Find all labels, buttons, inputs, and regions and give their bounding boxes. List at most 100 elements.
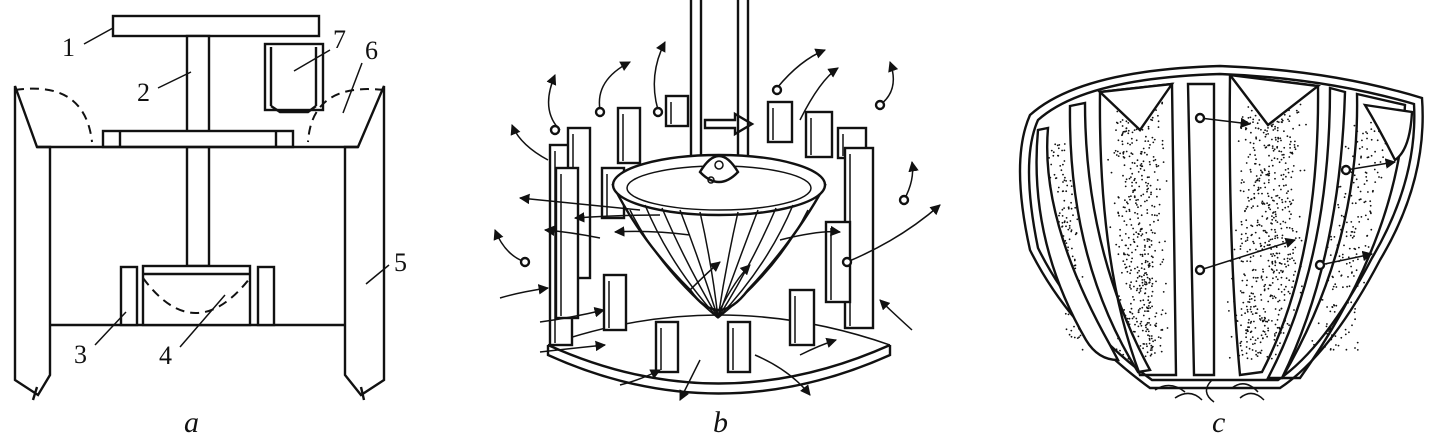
particle-dot [1278, 252, 1281, 255]
particle-dot [1271, 282, 1274, 284]
particle-dot [1130, 281, 1132, 284]
particle-dot [1246, 329, 1249, 331]
particle-dot [1268, 240, 1270, 243]
particle-dot [1079, 334, 1082, 337]
particle-dot [1247, 326, 1249, 329]
particle-dot [1118, 214, 1120, 217]
middle-plate [101, 129, 295, 149]
particle-dot [1271, 215, 1273, 218]
particle-dot [1293, 259, 1295, 262]
flow-arrow-2 [598, 61, 631, 111]
particle-dot [1139, 345, 1142, 347]
particle-dot [1139, 290, 1142, 292]
particle-dot [1135, 289, 1138, 292]
particle-dot [1270, 196, 1273, 199]
particle-dot [1253, 242, 1255, 245]
particle-dot [1123, 130, 1126, 133]
particle-dot [1357, 216, 1359, 218]
particle-dot [1125, 258, 1128, 261]
particle-dot [1140, 324, 1143, 327]
particle-dot [1274, 264, 1277, 267]
particle-dot [1364, 214, 1367, 217]
vane-8 [726, 320, 752, 374]
particle-dot [1291, 257, 1293, 259]
particle-dot [1151, 349, 1153, 351]
particle-dot [1246, 357, 1249, 360]
particle-arrow-1 [1199, 117, 1252, 129]
particle-dot [1250, 311, 1253, 313]
particle-dot [1155, 322, 1158, 325]
particle-dot [1257, 127, 1260, 130]
particle-dot [1283, 146, 1286, 149]
label-4: 4 [159, 341, 172, 370]
particle-dot [1251, 349, 1254, 351]
particle-dot [1158, 241, 1161, 244]
particle-dot [1258, 180, 1261, 182]
particle-dot [1125, 210, 1128, 213]
particle-dot [1248, 301, 1251, 303]
particle-dot [1373, 168, 1376, 171]
center-divider [1186, 82, 1216, 377]
particle-dot [1256, 221, 1259, 224]
particle-dot [1250, 292, 1253, 295]
particle-dot [1065, 225, 1067, 228]
particle-dot [1268, 265, 1271, 268]
particle-dot [1052, 154, 1055, 157]
particle-dot [1274, 213, 1277, 216]
particle-dot [1329, 254, 1332, 256]
particle-dot [1058, 214, 1060, 217]
particle-dot [1156, 214, 1158, 217]
particle-dot [1251, 285, 1253, 288]
particle-dot [1283, 293, 1286, 296]
particle-dot [1147, 182, 1150, 185]
particle-dot [1138, 291, 1141, 294]
particle-dot [1284, 200, 1287, 203]
particle-dot [1130, 176, 1132, 179]
particle-dot [1137, 325, 1140, 328]
particle-dot [1146, 345, 1148, 348]
particle-dot [1249, 168, 1252, 171]
particle-dot [1115, 129, 1117, 132]
particle-dot [1081, 276, 1084, 278]
particle-dot [1281, 208, 1284, 211]
particle-dot [1284, 245, 1286, 248]
particle-dot [1264, 311, 1267, 313]
particle-dot [1263, 319, 1266, 321]
particle-dot [1281, 198, 1283, 201]
particle-dot [1266, 192, 1269, 195]
particle-dot [1345, 231, 1348, 233]
particle-dot [1139, 322, 1142, 325]
particle-dot [1267, 127, 1269, 129]
particle-dot [1128, 177, 1131, 180]
particle-dot [1288, 324, 1290, 327]
particle-dot [1141, 174, 1143, 177]
particle-dot [1254, 269, 1257, 271]
particle-dot [1366, 132, 1369, 135]
particle-dot [1297, 145, 1299, 147]
particle-dot [1135, 202, 1137, 205]
particle-dot [1278, 299, 1281, 302]
flow-arrow-6 [879, 61, 899, 106]
particle-dot [1335, 286, 1338, 288]
particle-dot [1282, 220, 1285, 223]
right-cap [1362, 103, 1414, 162]
particle-dot [1353, 235, 1355, 238]
particle-dot [1129, 286, 1131, 288]
particle-dot [1160, 329, 1163, 331]
particle-dot [1137, 223, 1140, 226]
particle-dot [1283, 258, 1286, 260]
particle-dot [1156, 195, 1158, 198]
particle-arrows [1194, 112, 1397, 276]
particle-dot [1270, 357, 1273, 360]
particle-dot [1379, 161, 1382, 163]
particle-dot [1136, 159, 1139, 162]
particle-marker [1194, 112, 1206, 124]
particle-dot [1255, 280, 1258, 283]
particle-dot [1161, 101, 1164, 104]
particle-dot [1284, 263, 1286, 265]
particle-dot [1065, 242, 1068, 245]
particle-dot [1149, 279, 1151, 281]
particle-dot [1151, 214, 1153, 216]
particle-dot [1068, 224, 1071, 227]
particle-dot [1270, 294, 1272, 297]
